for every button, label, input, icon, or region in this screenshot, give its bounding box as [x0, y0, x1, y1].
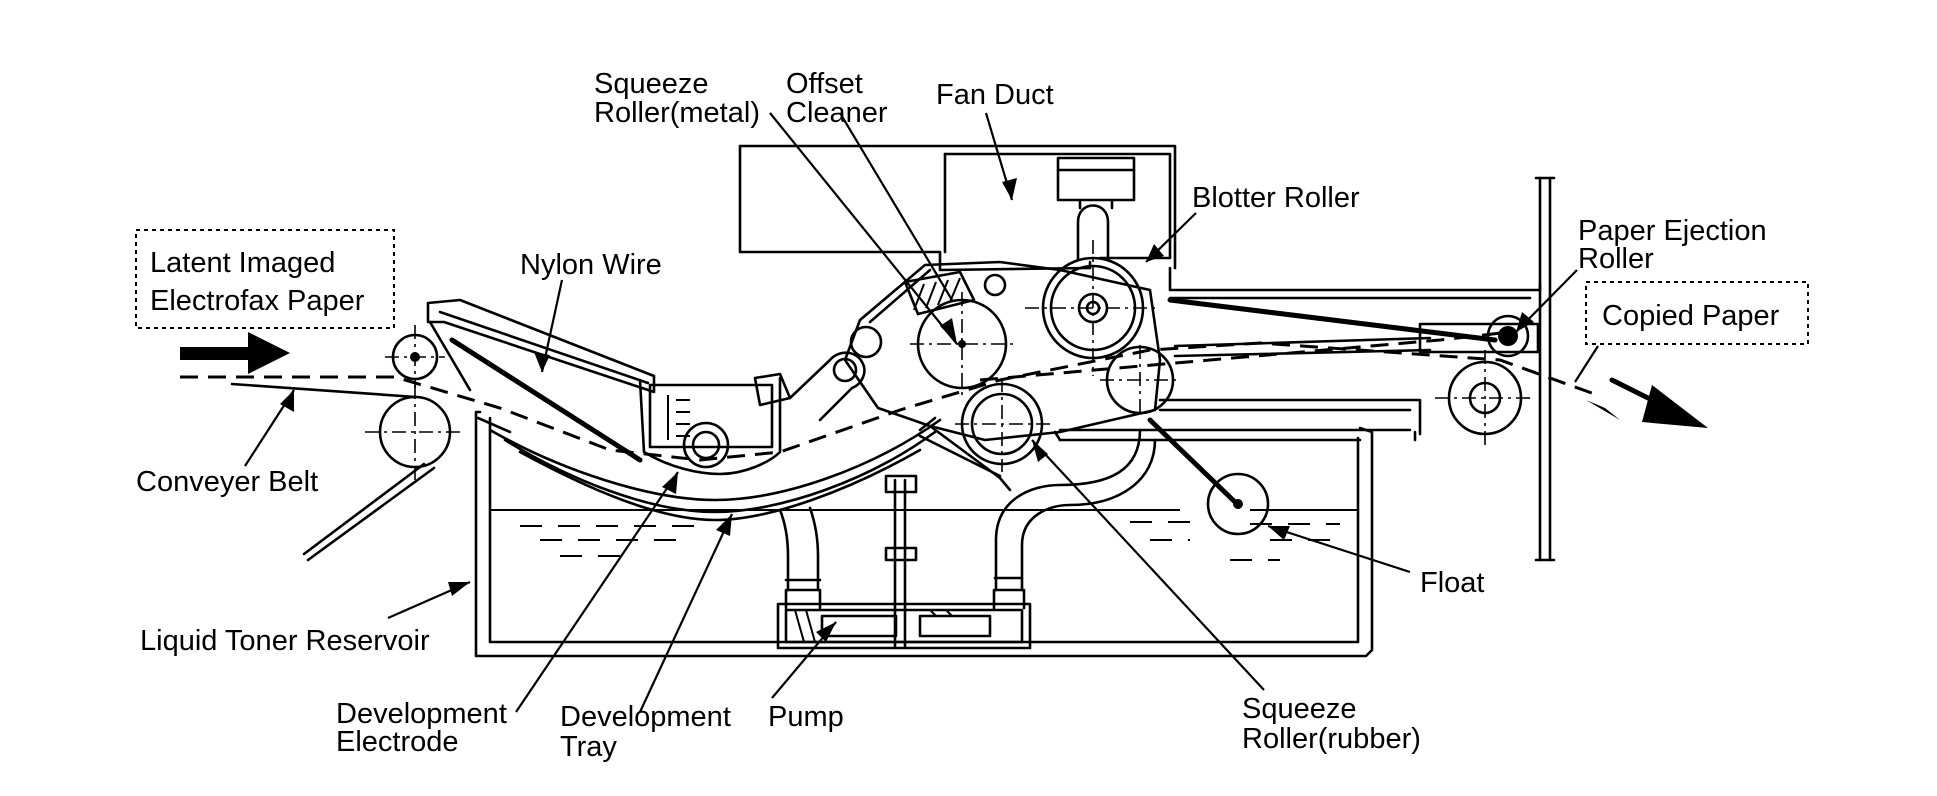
leader-arrowheads: [280, 178, 1534, 642]
leader-lines: [244, 112, 1599, 713]
latent-imaged-box: [135, 229, 395, 329]
conveyer-belt: [230, 325, 465, 562]
toner-liquid: [490, 509, 1358, 561]
label-conveyer-belt: Conveyer Belt: [136, 466, 318, 498]
label-development-tray-1: Development: [560, 701, 731, 733]
label-squeeze-rubber-2: Roller(rubber): [1242, 723, 1421, 755]
label-latent-imaged-1: Latent Imaged: [150, 247, 335, 279]
development-tray: [476, 351, 942, 522]
label-paper-ejection-1: Paper Ejection: [1578, 215, 1767, 247]
label-nylon-wire: Nylon Wire: [520, 249, 662, 281]
input-guide: [426, 298, 656, 463]
label-squeeze-metal-1: Squeeze: [594, 68, 709, 100]
pump: [776, 428, 1157, 650]
label-blotter-roller: Blotter Roller: [1192, 182, 1360, 214]
label-development-electrode-1: Development: [336, 698, 507, 730]
label-paper-ejection-2: Roller: [1578, 243, 1654, 275]
label-squeeze-rubber-1: Squeeze: [1242, 693, 1357, 725]
label-development-tray-2: Tray: [560, 731, 617, 763]
label-fan-duct: Fan Duct: [936, 79, 1054, 111]
label-pump: Pump: [768, 701, 844, 733]
float: [1147, 417, 1270, 536]
paper-ejection: [1418, 176, 1556, 562]
copied-paper-box: [1585, 281, 1809, 345]
label-development-electrode-2: Electrode: [336, 726, 459, 758]
label-copied-paper: Copied Paper: [1602, 300, 1780, 332]
label-liquid-toner-reservoir: Liquid Toner Reservoir: [140, 625, 430, 657]
reservoir-tank: [474, 410, 1374, 658]
label-latent-imaged-2: Electrofax Paper: [150, 285, 365, 317]
label-offset-cleaner-2: Cleaner: [786, 97, 888, 129]
paper-out-arrow: [1586, 377, 1708, 428]
machine-drawing: [180, 144, 1708, 658]
label-float: Float: [1420, 567, 1484, 599]
paper-in-arrow: [180, 332, 290, 374]
roller-cluster: [843, 204, 1180, 492]
label-offset-cleaner-1: Offset: [786, 68, 863, 100]
paper-path: [180, 341, 1601, 462]
label-squeeze-metal-2: Roller(metal): [594, 97, 760, 129]
labels: Latent Imaged Electrofax Paper Nylon Wir…: [136, 68, 1780, 763]
